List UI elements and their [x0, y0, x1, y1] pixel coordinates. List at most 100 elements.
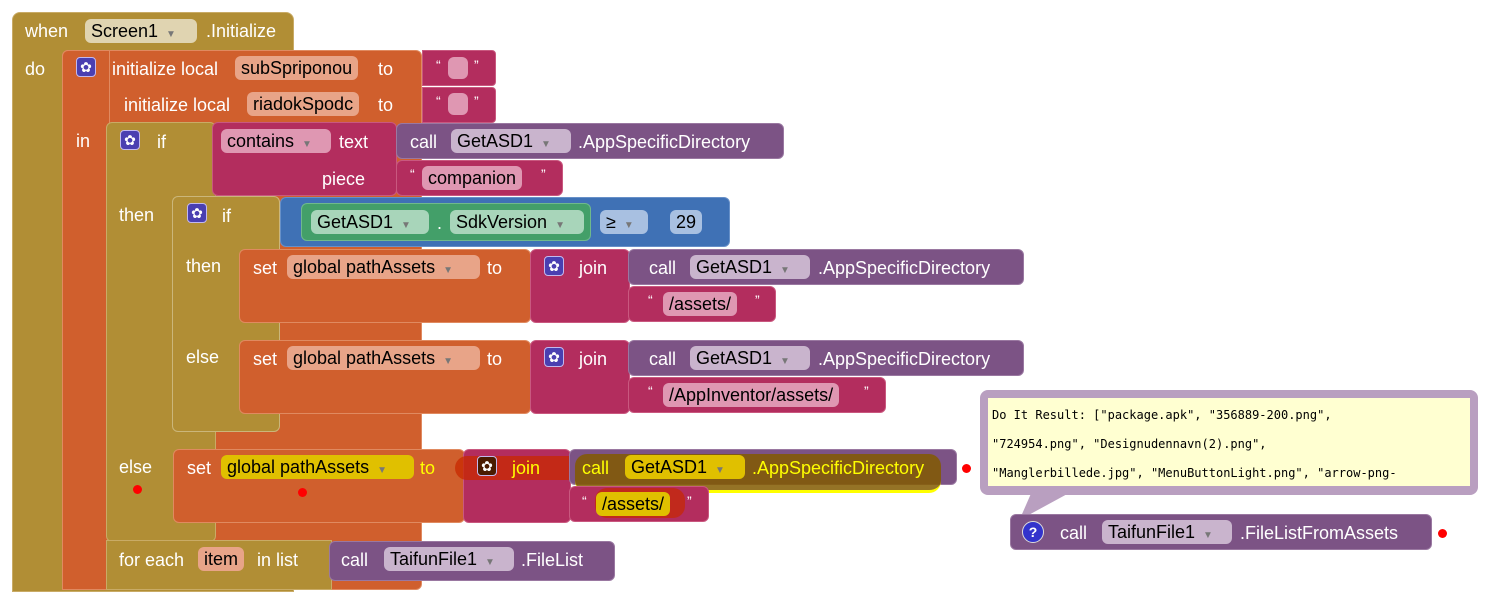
chevron-down-icon: ▼ — [485, 557, 495, 568]
quote-open: “ — [582, 493, 587, 509]
component-dropdown[interactable]: GetASD1 ▼ — [690, 255, 810, 279]
chevron-down-icon: ▼ — [780, 356, 790, 367]
set-label: set — [187, 458, 212, 478]
component-dropdown[interactable]: GetASD1 ▼ — [451, 129, 571, 153]
quote-open: “ — [648, 292, 653, 308]
pathassets-label: global pathAssets — [293, 348, 436, 368]
screen-dropdown-label: Screen1 — [91, 21, 159, 41]
chevron-down-icon: ▼ — [780, 265, 790, 276]
pathassets-dropdown-2[interactable]: global pathAssets ▼ — [287, 346, 480, 370]
gear-icon[interactable]: ✿ — [76, 57, 96, 77]
gear-icon[interactable]: ✿ — [477, 456, 497, 476]
join-label: join — [579, 258, 608, 278]
component-dropdown-label: GetASD1 — [631, 457, 708, 477]
chevron-down-icon: ▼ — [377, 465, 387, 476]
inner-then-label: then — [186, 256, 222, 276]
item-var[interactable]: item — [198, 547, 245, 571]
set-label: set — [253, 258, 278, 278]
method-label: .FileListFromAssets — [1240, 523, 1399, 543]
component-dropdown[interactable]: GetASD1▼ — [625, 455, 745, 479]
taifunfile-dropdown[interactable]: TaifunFile1 ▼ — [384, 547, 514, 571]
gear-icon[interactable]: ✿ — [544, 256, 564, 276]
for-each-label: for each — [119, 550, 185, 570]
gear-icon[interactable]: ✿ — [544, 347, 564, 367]
do-it-result-tooltip: Do It Result: ["package.apk", "356889-20… — [980, 390, 1478, 495]
gear-icon[interactable]: ✿ — [120, 130, 140, 150]
to-label: to — [487, 258, 503, 278]
local-var-name-2[interactable]: riadokSpodc — [247, 92, 360, 116]
pathassets-dropdown-3[interactable]: global pathAssets ▼ — [221, 455, 414, 479]
to-label: to — [378, 59, 394, 79]
taifunfile-dropdown[interactable]: TaifunFile1▼ — [1102, 520, 1232, 544]
operator-label: ≥ — [606, 212, 616, 232]
chevron-down-icon: ▼ — [443, 265, 453, 276]
assets-text-value-1[interactable]: /assets/ — [663, 292, 738, 316]
chevron-down-icon: ▼ — [555, 220, 565, 231]
join-label: join — [579, 349, 608, 369]
pathassets-label: global pathAssets — [227, 457, 370, 477]
method-label: .AppSpecificDirectory — [818, 258, 991, 278]
quote-close: ” — [541, 166, 546, 182]
call-label: call — [341, 550, 369, 570]
breakpoint-marker — [1438, 529, 1447, 538]
companion-text-value[interactable]: companion — [422, 166, 523, 190]
quote-close: ” — [755, 292, 760, 308]
sdkversion-dropdown-label: SdkVersion — [456, 212, 548, 232]
contains-dropdown[interactable]: contains▼ — [221, 129, 331, 153]
breakpoint-marker — [298, 488, 307, 497]
if-label: if — [157, 132, 166, 152]
quote-open: “ — [436, 57, 441, 73]
pathassets-dropdown-1[interactable]: global pathAssets ▼ — [287, 255, 480, 279]
text-value-1[interactable] — [448, 57, 468, 79]
method-label: .AppSpecificDirectory — [578, 132, 751, 152]
screen-dropdown[interactable]: Screen1 ▼ — [85, 19, 197, 43]
piece-label: piece — [322, 169, 366, 189]
breakpoint-marker — [962, 464, 971, 473]
taifunfile-dropdown-label: TaifunFile1 — [390, 549, 478, 569]
quote-close: ” — [474, 57, 479, 73]
call-label: call — [649, 258, 677, 278]
tooltip-line: "Manglerbillede.jpg", "MenuButtonLight.p… — [992, 466, 1397, 480]
component-dropdown-label: GetASD1 — [457, 131, 534, 151]
tooltip-content: Do It Result: ["package.apk", "356889-20… — [988, 398, 1470, 486]
getasd1-dropdown-label: GetASD1 — [317, 212, 394, 232]
do-label: do — [25, 59, 46, 79]
chevron-down-icon: ▼ — [541, 139, 551, 150]
tooltip-line: Do It Result: ["package.apk", "356889-20… — [992, 408, 1332, 422]
set-label: set — [253, 349, 278, 369]
chevron-down-icon: ▼ — [166, 29, 176, 40]
appinventor-assets-text-value[interactable]: /AppInventor/assets/ — [663, 383, 840, 407]
chevron-down-icon: ▼ — [1203, 530, 1213, 541]
chevron-down-icon: ▼ — [401, 220, 411, 231]
contains-dropdown-label: contains — [227, 131, 295, 151]
in-list-label: in list — [257, 550, 299, 570]
to-label: to — [487, 349, 503, 369]
tooltip-line: "724954.png", "Designudennavn(2).png", — [992, 437, 1267, 451]
number-value[interactable]: 29 — [670, 210, 703, 234]
pathassets-label: global pathAssets — [293, 257, 436, 277]
inner-else-label: else — [186, 347, 220, 367]
assets-text-value-3[interactable]: /assets/ — [596, 492, 671, 516]
sdkversion-dropdown[interactable]: SdkVersion ▼ — [450, 210, 584, 234]
component-dropdown[interactable]: GetASD1▼ — [690, 346, 810, 370]
operator-dropdown[interactable]: ≥▼ — [600, 210, 648, 234]
text-value-2[interactable] — [448, 93, 468, 115]
quote-open: “ — [648, 383, 653, 399]
then-label: then — [119, 205, 155, 225]
chevron-down-icon: ▼ — [623, 220, 634, 231]
getasd1-dropdown[interactable]: GetASD1 ▼ — [311, 210, 429, 234]
to-label: to — [420, 458, 436, 478]
help-icon[interactable]: ? — [1022, 521, 1044, 543]
call-label: call — [582, 458, 610, 478]
initialize-local-label: initialize local — [112, 59, 219, 79]
else-label: else — [119, 457, 153, 477]
call-label: call — [410, 132, 438, 152]
inner-if-label: if — [222, 206, 231, 226]
to-label-2: to — [378, 95, 394, 115]
component-dropdown-label: GetASD1 — [696, 257, 773, 277]
quote-close: ” — [687, 493, 692, 509]
local-var-name-1[interactable]: subSpriponou — [235, 56, 359, 80]
chevron-down-icon: ▼ — [443, 356, 453, 367]
gear-icon[interactable]: ✿ — [187, 203, 207, 223]
initialize-local-label-2: initialize local — [124, 95, 231, 115]
